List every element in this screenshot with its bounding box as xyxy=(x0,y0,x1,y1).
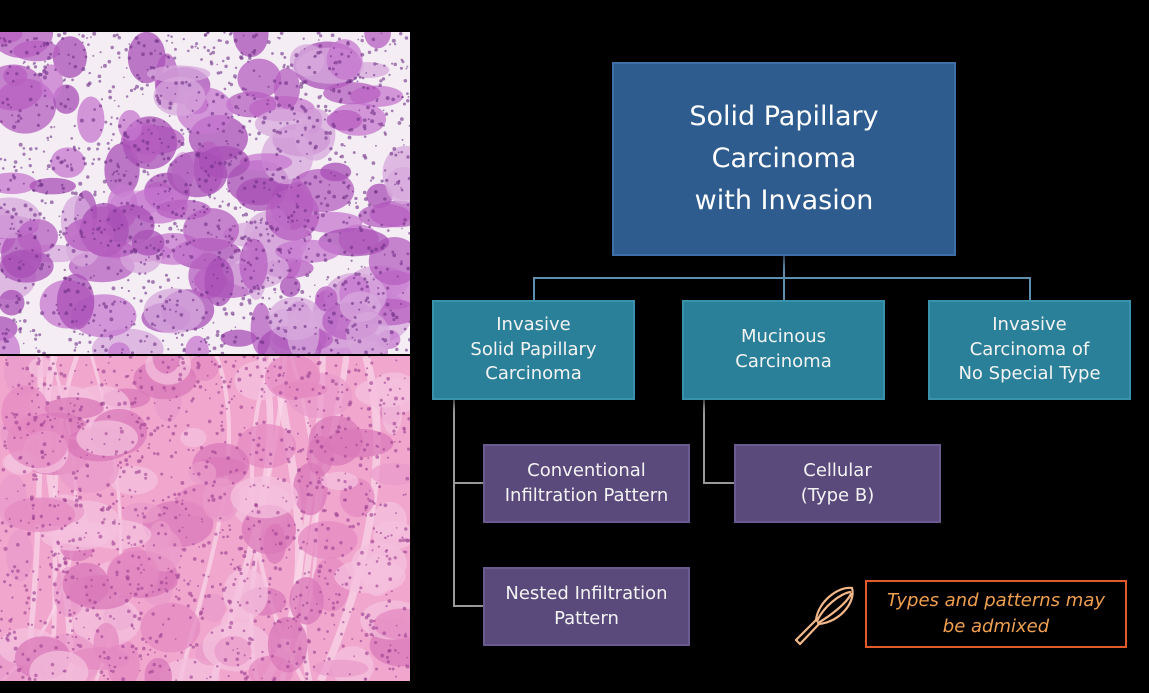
histology-image-top xyxy=(0,32,410,354)
root-node-label: Solid Papillary Carcinoma with Invasion xyxy=(689,101,879,216)
pattern-node-label: Nested Infiltration Pattern xyxy=(505,582,668,629)
pattern-node-conventional: Conventional Infiltration Pattern xyxy=(483,444,690,523)
connector-type-3 xyxy=(1029,277,1031,300)
connector-spc-trunk xyxy=(453,400,455,607)
connector-root-stem xyxy=(783,256,785,278)
type-node-nst: Invasive Carcinoma of No Special Type xyxy=(928,300,1131,400)
note-box: Types and patterns may be admixed xyxy=(865,580,1127,648)
connector-pattern-2 xyxy=(453,605,483,607)
note-text: Types and patterns may be admixed xyxy=(886,589,1106,637)
subtype-node-label: Cellular (Type B) xyxy=(800,459,875,506)
root-node: Solid Papillary Carcinoma with Invasion xyxy=(612,62,956,256)
type-node-mucinous: Mucinous Carcinoma xyxy=(682,300,885,400)
pattern-node-label: Conventional Infiltration Pattern xyxy=(504,459,669,506)
connector-mucinous-trunk xyxy=(703,400,705,484)
connector-pattern-1 xyxy=(453,482,483,484)
histology-image-top-graphic xyxy=(0,32,410,354)
type-node-label: Mucinous Carcinoma xyxy=(735,326,832,372)
connector-mucinous-subtype xyxy=(703,482,734,484)
whisk-icon xyxy=(794,586,854,646)
connector-type-2 xyxy=(783,277,785,300)
type-node-label: Invasive Carcinoma of No Special Type xyxy=(958,313,1101,385)
connector-level1-bar xyxy=(533,277,1031,279)
pattern-node-nested: Nested Infiltration Pattern xyxy=(483,567,690,646)
type-node-invasive-spc: Invasive Solid Papillary Carcinoma xyxy=(432,300,635,400)
histology-image-bottom-graphic xyxy=(0,356,410,681)
subtype-node-cellular: Cellular (Type B) xyxy=(734,444,941,523)
histology-image-bottom xyxy=(0,356,410,681)
connector-type-1 xyxy=(533,277,535,300)
type-node-label: Invasive Solid Papillary Carcinoma xyxy=(470,313,597,385)
